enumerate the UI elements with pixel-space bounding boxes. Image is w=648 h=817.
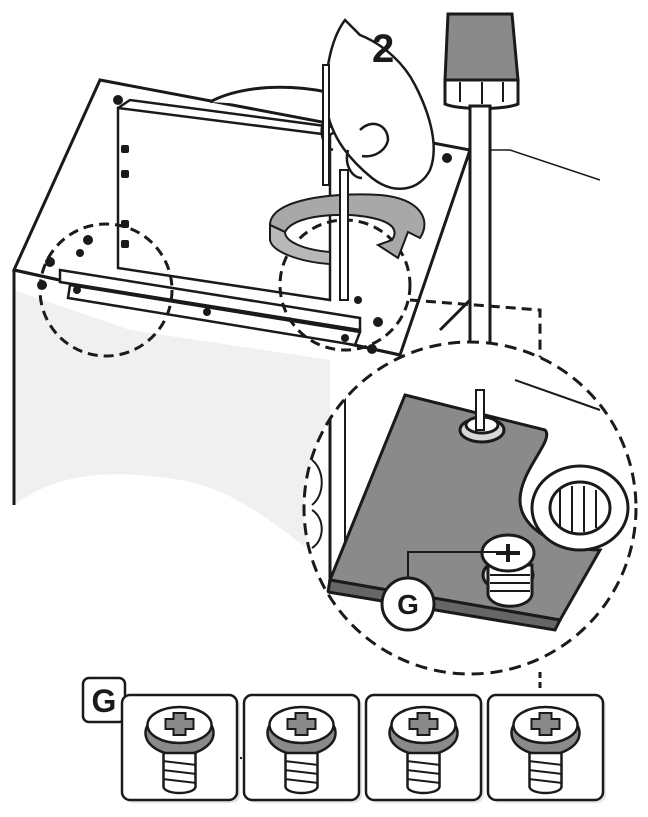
screw-g-tile [120,693,240,803]
mounting-bracket [58,268,362,347]
screw-g-tile [242,693,362,803]
parts-legend: G [81,676,606,803]
parts-legend-label: G [92,683,117,719]
screw-g-tile [486,693,606,803]
callout-g: G [380,576,436,632]
rotation-arrow-icon [268,193,426,266]
detail-circle-left [38,222,174,358]
magnifier-leader [409,298,542,360]
screwdriver-tip [475,389,485,431]
step-number: 2 [372,27,394,71]
svg-text:G: G [397,589,419,620]
magnified-detail [302,340,638,676]
small-screwdriver [322,64,349,301]
screw-g-tile [364,693,484,803]
